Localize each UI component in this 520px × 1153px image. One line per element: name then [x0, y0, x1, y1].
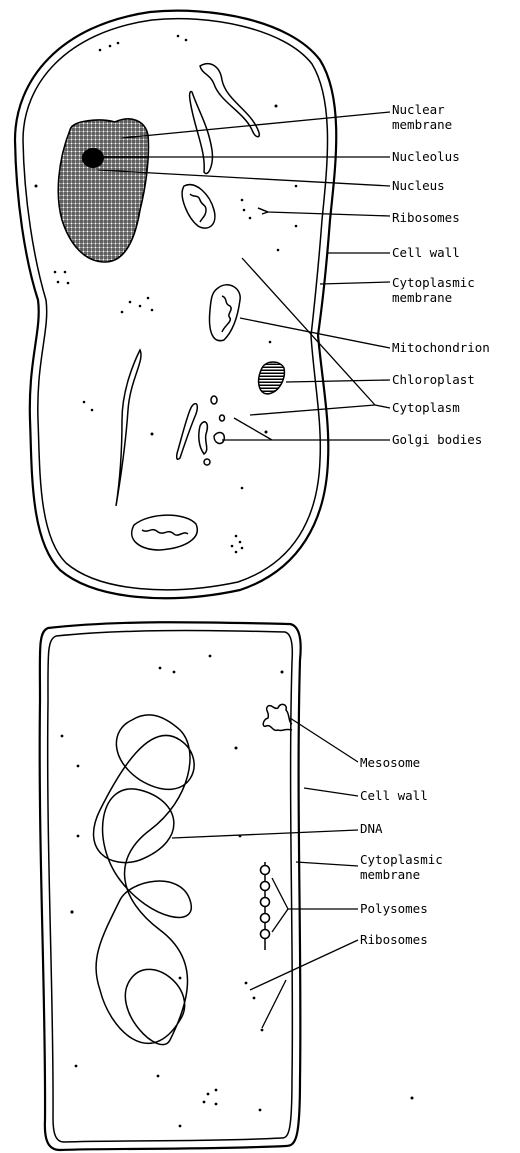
label-nuclear-membrane-line2: membrane — [392, 117, 452, 132]
label-cytoplasmic-membrane-prokaryote-line2: membrane — [360, 867, 420, 882]
label-ribosomes-prokaryote: Ribosomes — [360, 932, 428, 947]
label-cytoplasmic-membrane-eukaryote-line2: membrane — [392, 290, 452, 305]
mitochondrion-upper — [182, 185, 215, 228]
label-cytoplasmic-membrane-prokaryote-line1: Cytoplasmic — [360, 852, 443, 867]
eukaryote-cytoplasmic-membrane — [23, 19, 328, 590]
prokaryote-cytoplasmic-membrane — [48, 631, 293, 1142]
label-golgi-bodies: Golgi bodies — [392, 432, 482, 447]
prokaryote-ribosome-dots — [61, 655, 414, 1128]
dna — [94, 715, 195, 1045]
label-cell-wall-eukaryote: Cell wall — [392, 245, 460, 260]
polysomes — [261, 862, 270, 950]
label-mitochondrion: Mitochondrion — [392, 340, 490, 355]
prokaryotic-cell: Mesosome Cell wall DNA Cytoplasmic membr… — [40, 622, 443, 1150]
label-chloroplast: Chloroplast — [392, 372, 475, 387]
label-mesosome: Mesosome — [360, 755, 420, 770]
label-nuclear-membrane-line1: Nuclear — [392, 102, 445, 117]
mesosome — [263, 704, 292, 730]
label-cytoplasm: Cytoplasm — [392, 400, 460, 415]
mitochondrion-lower — [132, 515, 198, 550]
label-polysomes: Polysomes — [360, 901, 428, 916]
label-dna: DNA — [360, 821, 383, 836]
nucleus — [58, 119, 148, 262]
er-strand-2 — [190, 91, 213, 173]
nucleolus — [82, 148, 104, 168]
label-nucleus: Nucleus — [392, 178, 445, 193]
label-cell-wall-prokaryote: Cell wall — [360, 788, 428, 803]
label-nucleolus: Nucleolus — [392, 149, 460, 164]
eukaryote-ribosome-dots — [35, 35, 298, 554]
chloroplast — [259, 362, 285, 394]
mitochondrion-middle — [210, 285, 241, 341]
golgi-bodies — [177, 396, 225, 465]
label-ribosomes-eukaryote: Ribosomes — [392, 210, 460, 225]
eukaryotic-cell: Nuclear membrane Nucleolus Nucleus Ribos… — [15, 11, 490, 599]
label-cytoplasmic-membrane-eukaryote-line1: Cytoplasmic — [392, 275, 475, 290]
er-strand-3 — [116, 350, 141, 506]
eukaryote-cell-wall — [15, 11, 336, 599]
